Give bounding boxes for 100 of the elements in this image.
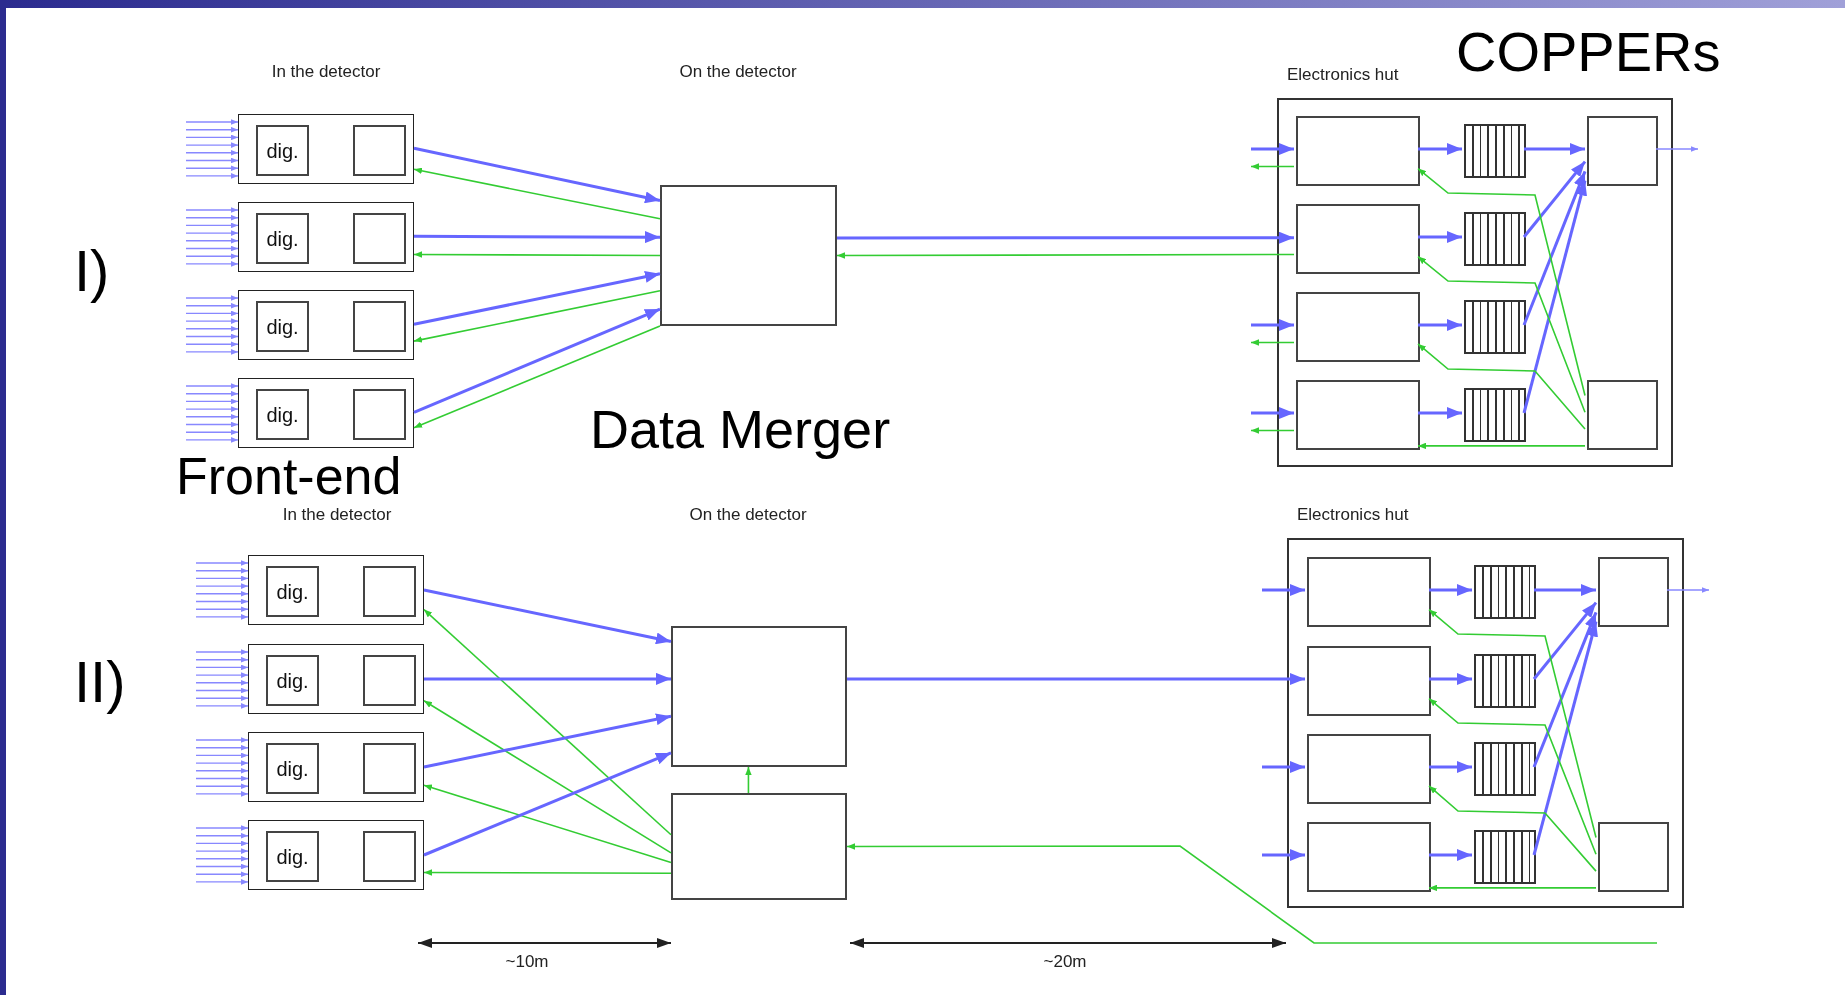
arrow <box>185 383 239 389</box>
arrow <box>195 591 249 597</box>
arrow <box>195 664 249 671</box>
merger-box <box>660 185 837 326</box>
arrow <box>195 744 249 751</box>
arrow <box>195 606 249 612</box>
box-label: dig. <box>276 846 309 867</box>
arrow <box>413 167 661 220</box>
digitizer-box <box>256 389 309 440</box>
control-module-box <box>1587 380 1658 450</box>
hut-heading: Electronics hut <box>1287 66 1399 83</box>
box-label: dig. <box>276 670 309 691</box>
arrow <box>185 333 239 340</box>
arrow <box>1655 146 1699 152</box>
buffer-box <box>1464 212 1526 266</box>
arrow <box>185 238 239 244</box>
module-box <box>363 566 416 617</box>
arrow <box>195 840 249 847</box>
arrow <box>195 672 249 678</box>
arrow <box>195 567 249 574</box>
arrow <box>185 173 239 179</box>
arrow <box>1428 608 1597 839</box>
arrow <box>1417 343 1586 430</box>
receiver-box <box>1307 734 1431 804</box>
box-label: dig. <box>266 404 299 425</box>
arrow <box>185 414 239 420</box>
arrow <box>195 856 249 862</box>
arrow <box>1250 339 1295 346</box>
output-module-box <box>1598 557 1669 627</box>
buffer-box <box>1474 830 1536 884</box>
arrow <box>185 142 239 148</box>
arrow <box>195 783 249 789</box>
output-module-box <box>1587 116 1658 186</box>
timing-box <box>671 793 847 900</box>
buffer-box <box>1464 388 1526 442</box>
front-end-board <box>238 290 414 360</box>
digitizer-box <box>266 831 319 882</box>
arrow <box>185 245 239 252</box>
arrow <box>1532 601 1598 680</box>
front-end-board <box>238 114 414 184</box>
arrow <box>195 768 249 774</box>
digitizer-box <box>256 125 309 176</box>
receiver-box <box>1296 204 1420 274</box>
arrow <box>185 349 239 355</box>
annotation-text: COPPERs <box>1456 24 1721 80</box>
buffer-box <box>1464 124 1526 178</box>
arrow <box>1250 163 1295 170</box>
buffer-box <box>1474 654 1536 708</box>
front-end-board <box>238 202 414 272</box>
arrow <box>185 437 239 443</box>
arrow <box>414 231 660 244</box>
arrow <box>1532 611 1598 768</box>
arrow <box>1417 255 1586 414</box>
arrow <box>195 614 249 620</box>
arrow <box>413 325 661 429</box>
arrow <box>195 848 249 854</box>
arrow <box>185 134 239 141</box>
box-label: dig. <box>276 581 309 602</box>
arrow <box>185 150 239 156</box>
arrow <box>836 252 1295 259</box>
front-end-board <box>238 378 414 448</box>
box-label: dig. <box>266 316 299 337</box>
arrow <box>1417 167 1586 397</box>
arrow <box>1524 143 1585 155</box>
digitizer-box <box>266 566 319 617</box>
arrow <box>185 126 239 133</box>
arrow <box>185 207 239 213</box>
receiver-box <box>1307 822 1431 892</box>
arrow <box>195 703 249 709</box>
arrow <box>195 649 249 655</box>
arrow <box>1534 584 1596 596</box>
digitizer-box <box>266 655 319 706</box>
arrow <box>423 784 672 864</box>
arrow <box>195 737 249 743</box>
arrow <box>423 751 672 857</box>
arrow <box>195 871 249 877</box>
digitizer-box <box>256 213 309 264</box>
arrow <box>195 656 249 663</box>
arrow <box>1417 442 1586 450</box>
arrow <box>195 863 249 870</box>
module-box <box>363 743 416 794</box>
arrow <box>1418 231 1462 243</box>
distance-label: ~20m <box>1043 953 1087 970</box>
arrow <box>185 318 239 324</box>
box-label: dig. <box>266 228 299 249</box>
arrow <box>413 146 661 204</box>
arrow <box>195 687 249 694</box>
arrow <box>1262 761 1305 773</box>
arrow <box>195 598 249 605</box>
column-heading: In the detector <box>271 63 381 80</box>
arrow <box>185 429 239 435</box>
arrow <box>185 390 239 397</box>
box-label: dig. <box>276 758 309 779</box>
receiver-box <box>1307 557 1431 627</box>
arrow <box>1666 587 1710 593</box>
arrow <box>423 869 672 876</box>
arrow <box>846 843 1658 944</box>
module-box <box>353 301 406 352</box>
front-end-board <box>248 820 424 890</box>
column-heading: In the detector <box>282 506 392 523</box>
